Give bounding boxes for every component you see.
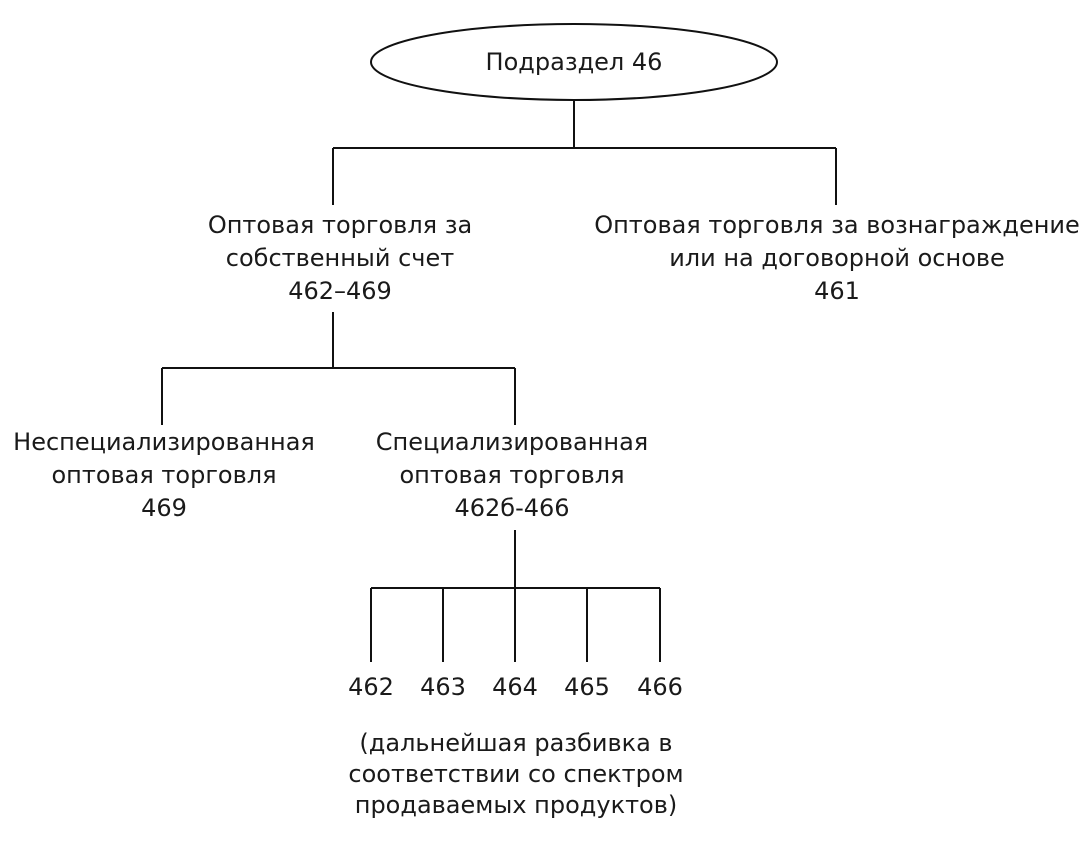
node-line: оптовая торговля bbox=[51, 461, 277, 489]
node-code: 461 bbox=[814, 277, 860, 305]
node-line: Специализированная bbox=[375, 428, 649, 456]
leaf-464: 464 bbox=[492, 673, 538, 701]
node-own-account: Оптовая торговля за собственный счет 462… bbox=[208, 209, 472, 308]
connector-specialized bbox=[370, 530, 661, 662]
node-line: оптовая торговля bbox=[399, 461, 625, 489]
note-line: (дальнейшая разбивка в bbox=[359, 729, 673, 757]
node-line: Неспециализированная bbox=[13, 428, 315, 456]
node-line: Оптовая торговля за вознаграждение bbox=[594, 211, 1080, 239]
connector-root bbox=[332, 100, 837, 205]
connector-own bbox=[161, 312, 516, 425]
note-line: продаваемых продуктов) bbox=[354, 791, 678, 819]
note-line: соответствии со спектром bbox=[348, 760, 684, 788]
node-code: 462б-466 bbox=[454, 494, 570, 522]
node-line: или на договорной основе bbox=[669, 244, 1005, 272]
node-code: 469 bbox=[141, 494, 187, 522]
node-specialized: Специализированная оптовая торговля 462б… bbox=[376, 426, 648, 525]
node-non-specialized: Неспециализированная оптовая торговля 46… bbox=[13, 426, 315, 525]
leaf-466: 466 bbox=[637, 673, 683, 701]
root-label: Подраздел 46 bbox=[485, 48, 663, 76]
leaf-465: 465 bbox=[564, 673, 610, 701]
leaf-463: 463 bbox=[420, 673, 466, 701]
node-line: Оптовая торговля за bbox=[207, 211, 473, 239]
leaf-462: 462 bbox=[348, 673, 394, 701]
note: (дальнейшая разбивка в соответствии со с… bbox=[348, 728, 683, 821]
node-line: собственный счет bbox=[225, 244, 455, 272]
node-code: 462–469 bbox=[288, 277, 392, 305]
node-fee-contract: Оптовая торговля за вознаграждение или н… bbox=[594, 209, 1080, 308]
